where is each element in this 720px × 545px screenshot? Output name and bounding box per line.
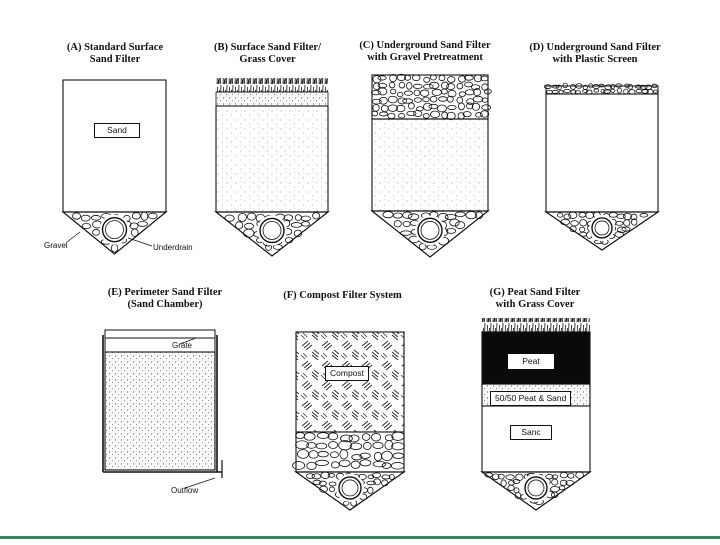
panel-g bbox=[480, 318, 592, 511]
panel-f bbox=[292, 331, 406, 511]
panel-e-sand-chamber bbox=[104, 351, 216, 471]
gravel-label: Gravel bbox=[44, 241, 68, 250]
panel-c-sand bbox=[371, 118, 489, 212]
panel-d-title: (D) Underground Sand Filter with Plastic… bbox=[529, 42, 661, 65]
panel-b bbox=[214, 78, 330, 257]
bottom-accent-rule bbox=[0, 536, 720, 539]
panel-a-sand-chamber bbox=[62, 79, 167, 213]
panel-d bbox=[543, 82, 660, 251]
panel-c-bottom-underdrain-pipe bbox=[417, 217, 443, 244]
panel-f-title: (F) Compost Filter System bbox=[283, 290, 402, 301]
panel-a bbox=[61, 79, 168, 255]
sand-label-g: Sanc bbox=[510, 425, 552, 440]
panel-e bbox=[102, 329, 223, 489]
panel-d-sand bbox=[545, 93, 659, 213]
panel-b-topsoil bbox=[215, 91, 329, 107]
panel-a-bottom-underdrain-pipe bbox=[101, 216, 128, 243]
panel-f-gravel-layer bbox=[295, 431, 405, 473]
panel-b-bottom-underdrain-pipe bbox=[259, 217, 285, 244]
panel-f-compost bbox=[295, 331, 405, 433]
panel-c bbox=[370, 73, 492, 258]
underdrain-label: Underdrain bbox=[153, 243, 193, 252]
panel-g-grass bbox=[482, 318, 590, 332]
panel-e-grate bbox=[104, 337, 216, 353]
panel-f-gravel-stones bbox=[292, 431, 405, 470]
gravel-leader bbox=[66, 231, 81, 243]
panel-a-title: (A) Standard Surface Sand Filter bbox=[66, 42, 164, 65]
panel-e-title: (E) Perimeter Sand Filter (Sand Chamber) bbox=[107, 287, 223, 310]
panel-e-top-slab bbox=[104, 329, 216, 339]
panel-b-sand bbox=[215, 105, 329, 213]
sand-label-a: Sand bbox=[94, 123, 140, 138]
peat-label: Peat bbox=[508, 354, 554, 369]
grate-leader bbox=[179, 337, 197, 345]
panel-c-title: (C) Underground Sand Filter with Gravel … bbox=[359, 40, 491, 63]
peat-sand-mix-label: 50/50 Peat & Sand bbox=[490, 391, 572, 406]
underdrain-leader bbox=[127, 237, 153, 247]
panel-g-title: (G) Peat Sand Filter with Grass Cover bbox=[489, 287, 581, 310]
outflow-leader bbox=[184, 477, 216, 489]
panel-b-title: (B) Surface Sand Filter/ Grass Cover bbox=[213, 42, 322, 65]
compost-label: Compost bbox=[325, 366, 370, 381]
panel-c-gravel-stones bbox=[370, 73, 492, 121]
panel-b-grass bbox=[216, 78, 328, 92]
panel-d-screen-texture bbox=[543, 82, 658, 95]
grate-label: Grate bbox=[172, 341, 193, 350]
outflow-label: Outflow bbox=[171, 486, 199, 495]
